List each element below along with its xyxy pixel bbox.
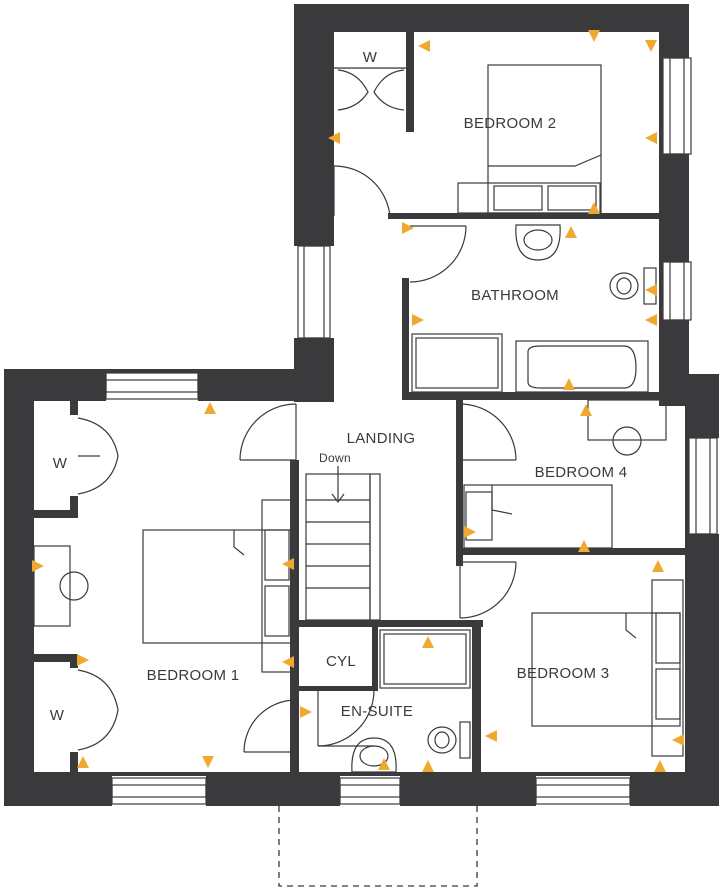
bed-bedroom3 bbox=[531, 579, 684, 757]
bed-bedroom1 bbox=[142, 499, 292, 673]
window-left-upper bbox=[297, 245, 331, 339]
electrical-marker-icon bbox=[282, 558, 294, 570]
desk-bedroom4 bbox=[587, 399, 667, 456]
stairs bbox=[305, 466, 381, 621]
doors bbox=[77, 69, 517, 753]
outer-walls bbox=[4, 4, 719, 806]
window-bedroom4 bbox=[688, 437, 718, 535]
bathroom-wc bbox=[609, 267, 657, 305]
door-bathroom bbox=[409, 225, 467, 283]
electrical-marker-icon bbox=[418, 40, 430, 52]
electrical-marker-icon bbox=[300, 706, 312, 718]
label-bedroom1: BEDROOM 1 bbox=[147, 667, 240, 684]
window-bedroom1-bottom bbox=[111, 777, 207, 805]
electrical-marker-icon bbox=[588, 202, 600, 214]
label-bathroom: BATHROOM bbox=[471, 287, 559, 304]
electrical-marker-icon bbox=[645, 40, 657, 52]
window-ensuite bbox=[339, 777, 401, 805]
label-stairs-down: Down bbox=[319, 451, 351, 465]
furniture bbox=[33, 64, 684, 887]
windows bbox=[105, 57, 718, 805]
electrical-marker-icon bbox=[422, 636, 434, 648]
window-bedroom1-top bbox=[105, 372, 199, 400]
label-ensuite: EN-SUITE bbox=[341, 703, 413, 720]
ensuite-shower bbox=[379, 629, 471, 689]
label-bedroom3: BEDROOM 3 bbox=[517, 665, 610, 682]
window-bedroom2 bbox=[662, 57, 692, 155]
door-bedroom4 bbox=[459, 403, 517, 461]
electrical-marker-icon bbox=[578, 540, 590, 552]
ensuite-basin bbox=[351, 737, 397, 773]
electrical-marker-icon bbox=[654, 760, 666, 772]
label-bedroom2: BEDROOM 2 bbox=[464, 115, 557, 132]
electrical-marker-icon bbox=[645, 284, 657, 296]
label-landing: LANDING bbox=[347, 430, 416, 447]
bed-bedroom2 bbox=[457, 64, 602, 214]
wardrobe-doors-bedroom1-bottom bbox=[77, 669, 119, 751]
label-wardrobe-bedroom1-bottom: W bbox=[50, 707, 65, 724]
door-ensuite bbox=[317, 689, 375, 747]
electrical-marker-icon bbox=[672, 734, 684, 746]
electrical-marker-icon bbox=[402, 222, 414, 234]
electrical-marker-icon bbox=[485, 730, 497, 742]
electrical-marker-icon bbox=[412, 314, 424, 326]
label-wardrobe-bedroom2: W bbox=[363, 49, 378, 66]
electrical-marker-icon bbox=[202, 756, 214, 768]
electrical-marker-icon bbox=[580, 404, 592, 416]
door-bedroom3 bbox=[459, 561, 517, 619]
electrical-marker-icon bbox=[282, 656, 294, 668]
bathroom-shower bbox=[411, 333, 503, 393]
window-bedroom3 bbox=[535, 777, 631, 805]
window-bathroom bbox=[662, 261, 692, 321]
ensuite-wc bbox=[427, 721, 471, 759]
label-cyl: CYL bbox=[326, 653, 356, 670]
wardrobe-doors-bedroom1-top bbox=[77, 417, 119, 495]
electrical-marker-icon bbox=[422, 760, 434, 772]
bathroom-bath bbox=[515, 340, 649, 393]
electrical-marker-icon bbox=[328, 132, 340, 144]
electrical-marker-icon bbox=[588, 30, 600, 42]
electrical-marker-icon bbox=[204, 402, 216, 414]
electrical-markers bbox=[32, 30, 684, 772]
electrical-marker-icon bbox=[77, 654, 89, 666]
electrical-marker-icon bbox=[645, 132, 657, 144]
bed-bedroom4 bbox=[463, 484, 613, 549]
electrical-marker-icon bbox=[563, 378, 575, 390]
electrical-marker-icon bbox=[565, 226, 577, 238]
door-bedroom2 bbox=[333, 165, 391, 217]
desk-bedroom1 bbox=[33, 545, 89, 627]
label-wardrobe-bedroom1-top: W bbox=[53, 455, 68, 472]
door-bedroom1-lower bbox=[243, 699, 297, 753]
electrical-marker-icon bbox=[77, 756, 89, 768]
electrical-marker-icon bbox=[32, 560, 44, 572]
bathroom-basin bbox=[515, 224, 561, 261]
door-bedroom1 bbox=[239, 403, 297, 461]
internal-walls bbox=[30, 32, 689, 772]
room-labels: BEDROOM 2 BATHROOM LANDING Down BEDROOM … bbox=[50, 49, 628, 724]
electrical-marker-icon bbox=[464, 526, 476, 538]
label-bedroom4: BEDROOM 4 bbox=[535, 464, 628, 481]
terrace-outline bbox=[278, 806, 478, 887]
electrical-marker-icon bbox=[652, 560, 664, 572]
electrical-marker-icon bbox=[645, 314, 657, 326]
electrical-marker-icon bbox=[378, 758, 390, 770]
wardrobe-doors-bedroom2 bbox=[337, 69, 405, 111]
